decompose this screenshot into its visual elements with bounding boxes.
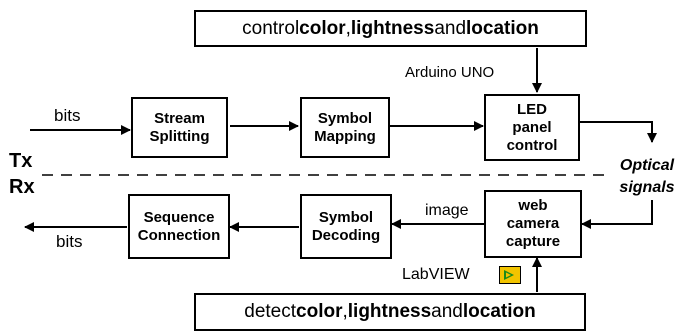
sequence-line1: Sequence (143, 208, 215, 226)
arrow-led-to-optical (580, 121, 657, 143)
sequence-line2: Connection (137, 226, 221, 244)
camera-line2: camera (506, 215, 560, 232)
detect-location: location (462, 301, 536, 322)
detect-prefix: detect (244, 301, 297, 322)
control-lightness: lightness (350, 17, 435, 39)
detect-and: and (431, 301, 463, 322)
decoding-line1: Symbol (318, 208, 374, 226)
led-line2: panel (512, 118, 552, 136)
labview-label: LabVIEW (402, 266, 470, 283)
labview-logo-icon (499, 266, 521, 284)
optical-line1: Optical (619, 157, 675, 174)
detect-comma: , (342, 301, 348, 322)
optical-line2: signals (619, 179, 675, 196)
arrow-optical-to-camera (581, 200, 653, 229)
symbol-mapping-line1: Symbol (317, 109, 373, 127)
detect-lightness: lightness (347, 301, 432, 322)
bits-output-label: bits (56, 232, 83, 251)
stream-splitting-line1: Stream (154, 109, 205, 127)
decoding-line2: Decoding (311, 226, 381, 244)
control-instruction-box: control color, lightness and location (194, 10, 587, 47)
image-label: image (425, 202, 469, 219)
led-line1: LED (517, 100, 547, 118)
tx-label: Tx (9, 150, 33, 172)
stream-splitting-block: Stream Splitting (131, 97, 228, 158)
camera-line3: capture (505, 233, 561, 250)
sequence-connection-block: Sequence Connection (128, 194, 230, 259)
symbol-mapping-line2: Mapping (314, 127, 376, 145)
control-location: location (466, 17, 539, 39)
rx-label: Rx (9, 176, 35, 198)
web-camera-capture-block: web camera capture (484, 190, 582, 258)
symbol-mapping-block: Symbol Mapping (300, 97, 390, 158)
led-line3: control (506, 136, 558, 154)
detect-instruction-box: detect color, lightness and location (194, 293, 586, 331)
symbol-decoding-block: Symbol Decoding (300, 194, 392, 259)
control-and: and (434, 17, 467, 39)
led-panel-control-block: LED panel control (484, 94, 580, 161)
bits-input-label: bits (54, 106, 81, 125)
control-comma: , (345, 17, 351, 39)
detect-color: color (296, 301, 343, 322)
control-color: color (299, 17, 346, 39)
optical-signals-label: Optical signals (612, 155, 682, 199)
stream-splitting-line2: Splitting (149, 127, 210, 145)
control-prefix: control (242, 17, 300, 39)
camera-line1: web (518, 197, 548, 214)
arduino-label: Arduino UNO (405, 64, 495, 81)
